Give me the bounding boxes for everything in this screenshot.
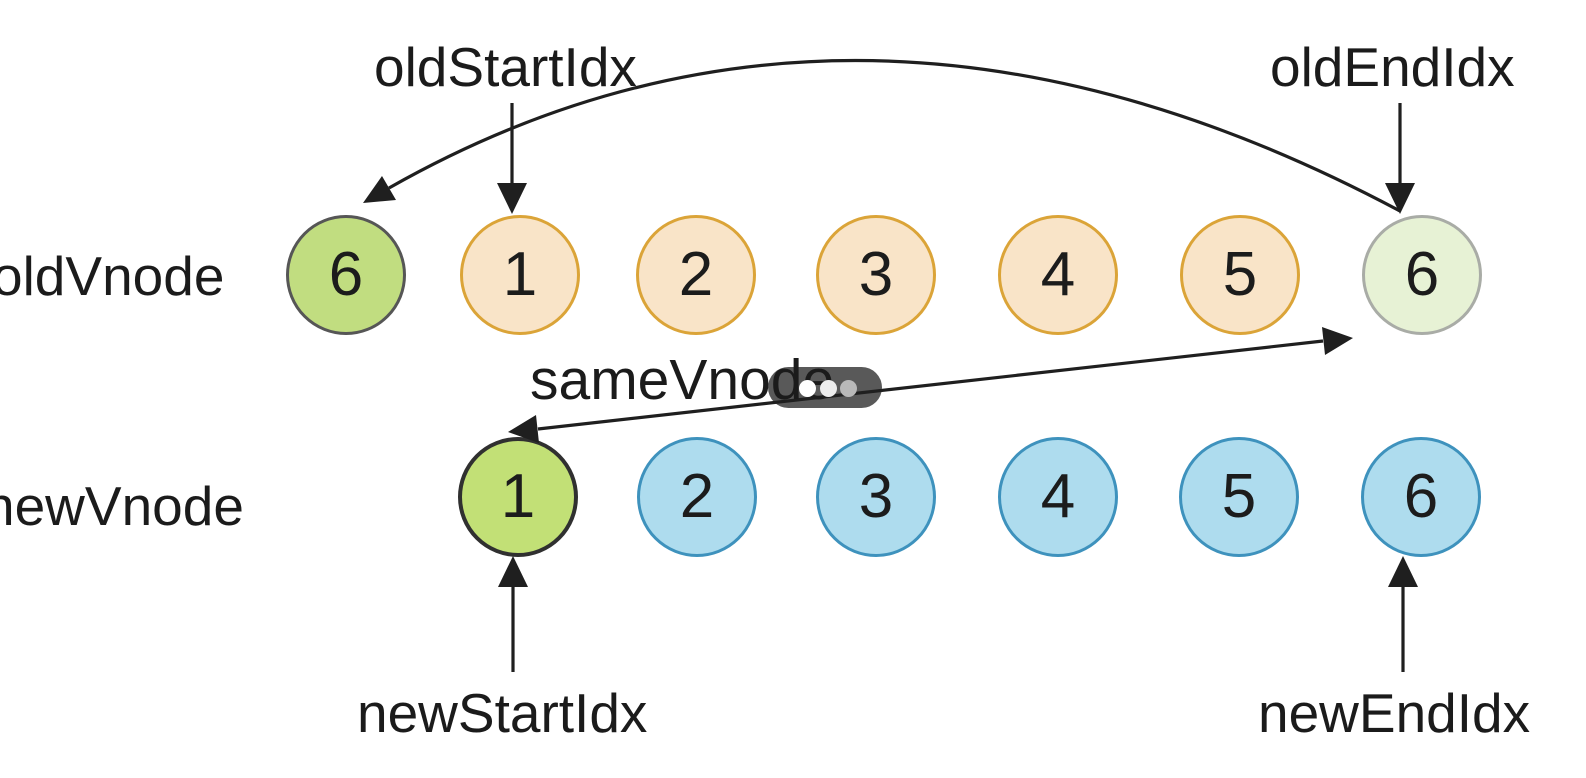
new-end-idx-label: newEndIdx <box>1258 682 1531 744</box>
new-end-arrow <box>1388 556 1418 672</box>
new-vnode-circle-1: 2 <box>637 437 757 557</box>
old-vnode-circle-2: 2 <box>636 215 756 335</box>
ellipsis-dot <box>820 380 837 397</box>
new-vnode-circle-5: 6 <box>1361 437 1481 557</box>
ellipsis-dot <box>840 380 857 397</box>
new-start-idx-label: newStartIdx <box>357 682 648 744</box>
ellipsis-dot <box>799 380 816 397</box>
old-start-arrow <box>497 103 527 214</box>
new-vnode-circle-4: 5 <box>1179 437 1299 557</box>
old-vnode-circle-6: 6 <box>1362 215 1482 335</box>
old-start-idx-label: oldStartIdx <box>374 36 637 98</box>
old-end-arrow <box>1385 103 1415 214</box>
new-vnode-row-label: newVnode <box>0 475 244 537</box>
new-vnode-circle-3: 4 <box>998 437 1118 557</box>
new-vnode-circle-0: 1 <box>458 437 578 557</box>
old-vnode-circle-1: 1 <box>460 215 580 335</box>
old-vnode-circle-5: 5 <box>1180 215 1300 335</box>
new-vnode-circle-2: 3 <box>816 437 936 557</box>
old-vnode-row-label: oldVnode <box>0 245 225 307</box>
ellipsis-icon <box>768 367 882 408</box>
old-vnode-circle-0: 6 <box>286 215 406 335</box>
old-vnode-circle-3: 3 <box>816 215 936 335</box>
new-start-arrow <box>498 556 528 672</box>
old-vnode-circle-4: 4 <box>998 215 1118 335</box>
old-end-idx-label: oldEndIdx <box>1270 36 1515 98</box>
